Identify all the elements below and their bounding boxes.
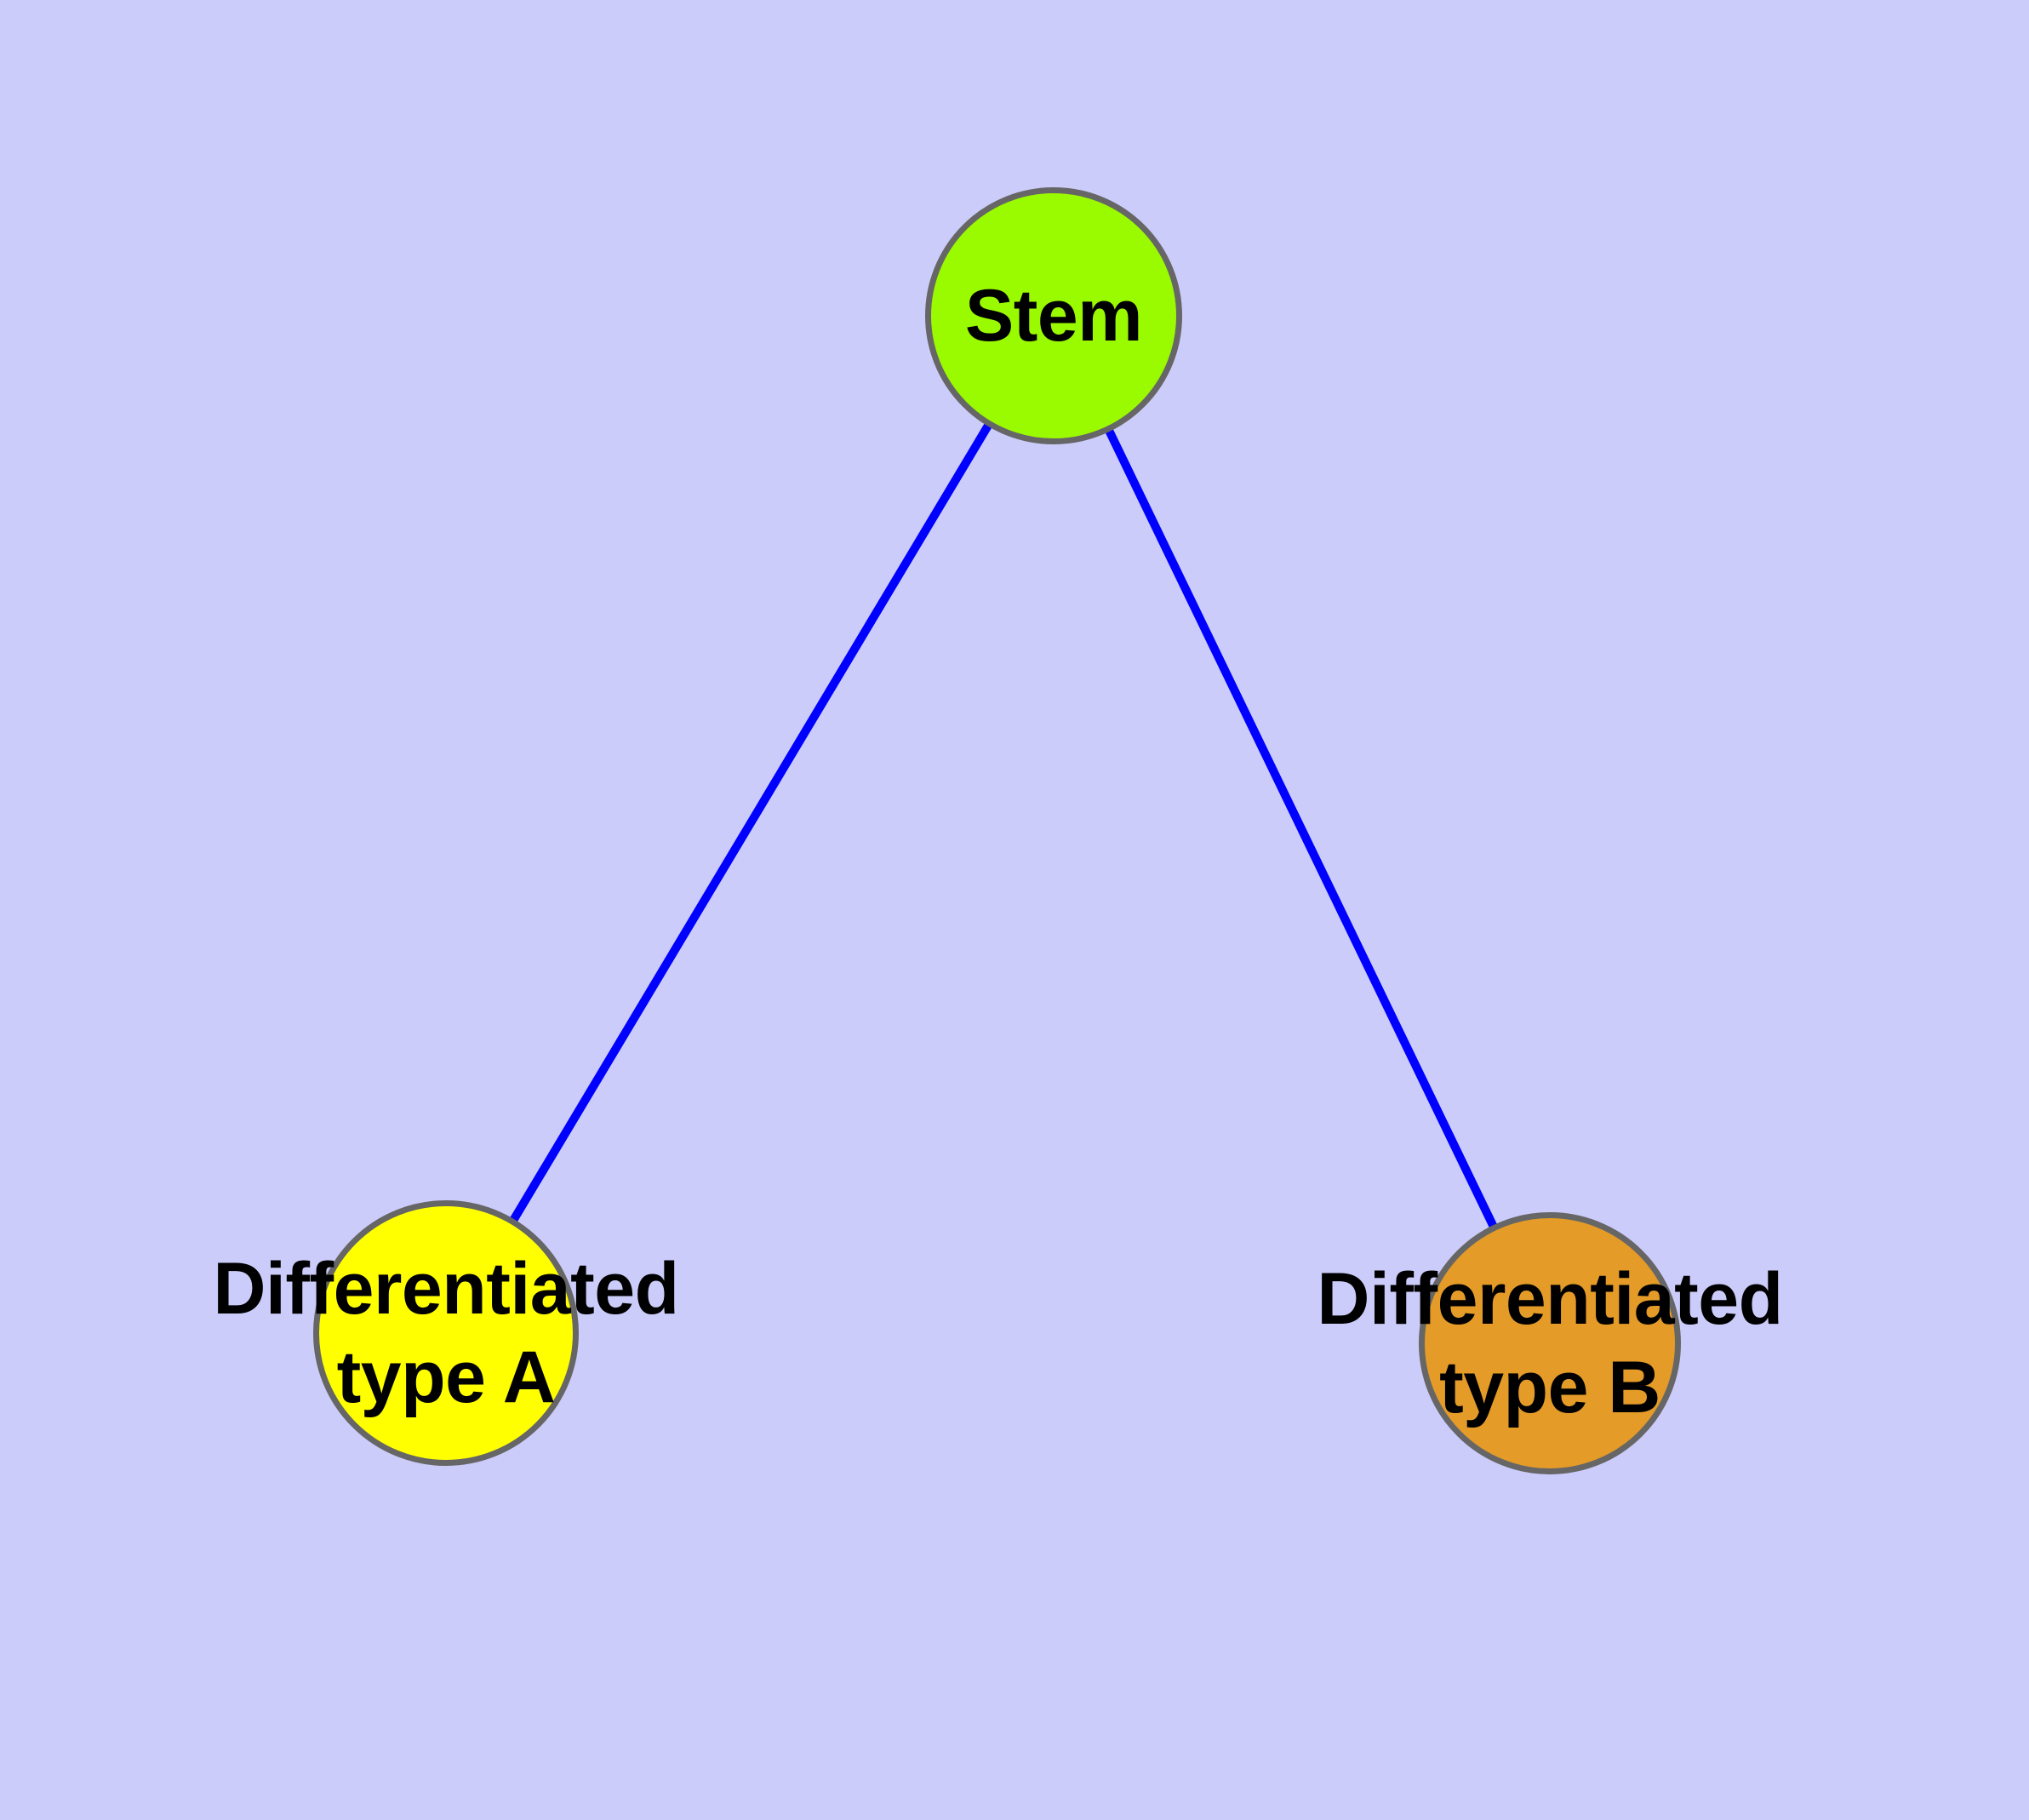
node-differentiated-type-b[interactable] <box>1419 1212 1681 1474</box>
node-differentiated-type-a[interactable] <box>313 1200 579 1466</box>
edge-stem-to-differentiated-type-b <box>1049 313 1554 1346</box>
node-stem[interactable] <box>925 187 1182 444</box>
edge-stem-to-differentiated-type-a <box>442 313 1058 1336</box>
